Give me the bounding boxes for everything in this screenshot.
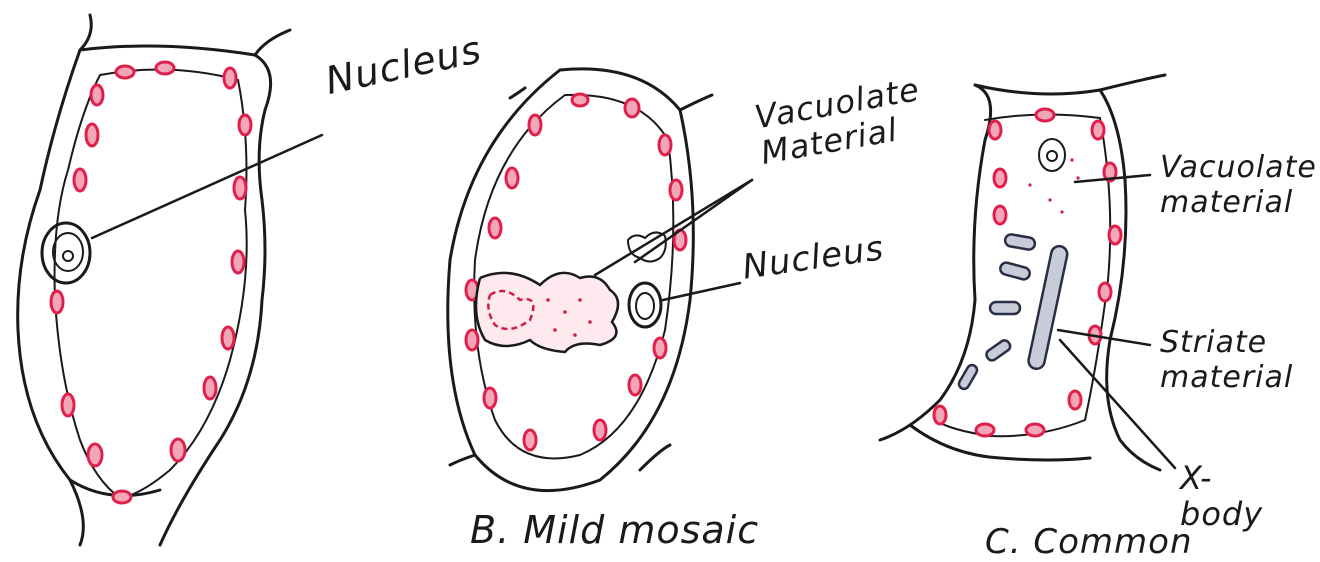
cell-a <box>18 15 322 545</box>
cell-a-nucleus <box>42 223 90 283</box>
cell-b <box>448 69 752 491</box>
cell-a-nucleus-leader <box>92 135 322 238</box>
label-striate-c: Striate material <box>1160 325 1290 395</box>
cell-b-nucleus-leader <box>663 283 740 300</box>
label-xbody-c: X-body <box>1180 460 1290 532</box>
label-vacuolate-c: Vacuolate material <box>1160 150 1280 220</box>
caption-c: C. Common <box>985 522 1193 562</box>
cell-c-nucleus <box>1028 139 1079 214</box>
caption-b: B. Mild mosaic <box>470 508 759 552</box>
cell-c-striate-leader <box>1058 330 1150 345</box>
cell-a-membrane <box>55 70 247 498</box>
cell-b-nucleus <box>629 283 661 327</box>
